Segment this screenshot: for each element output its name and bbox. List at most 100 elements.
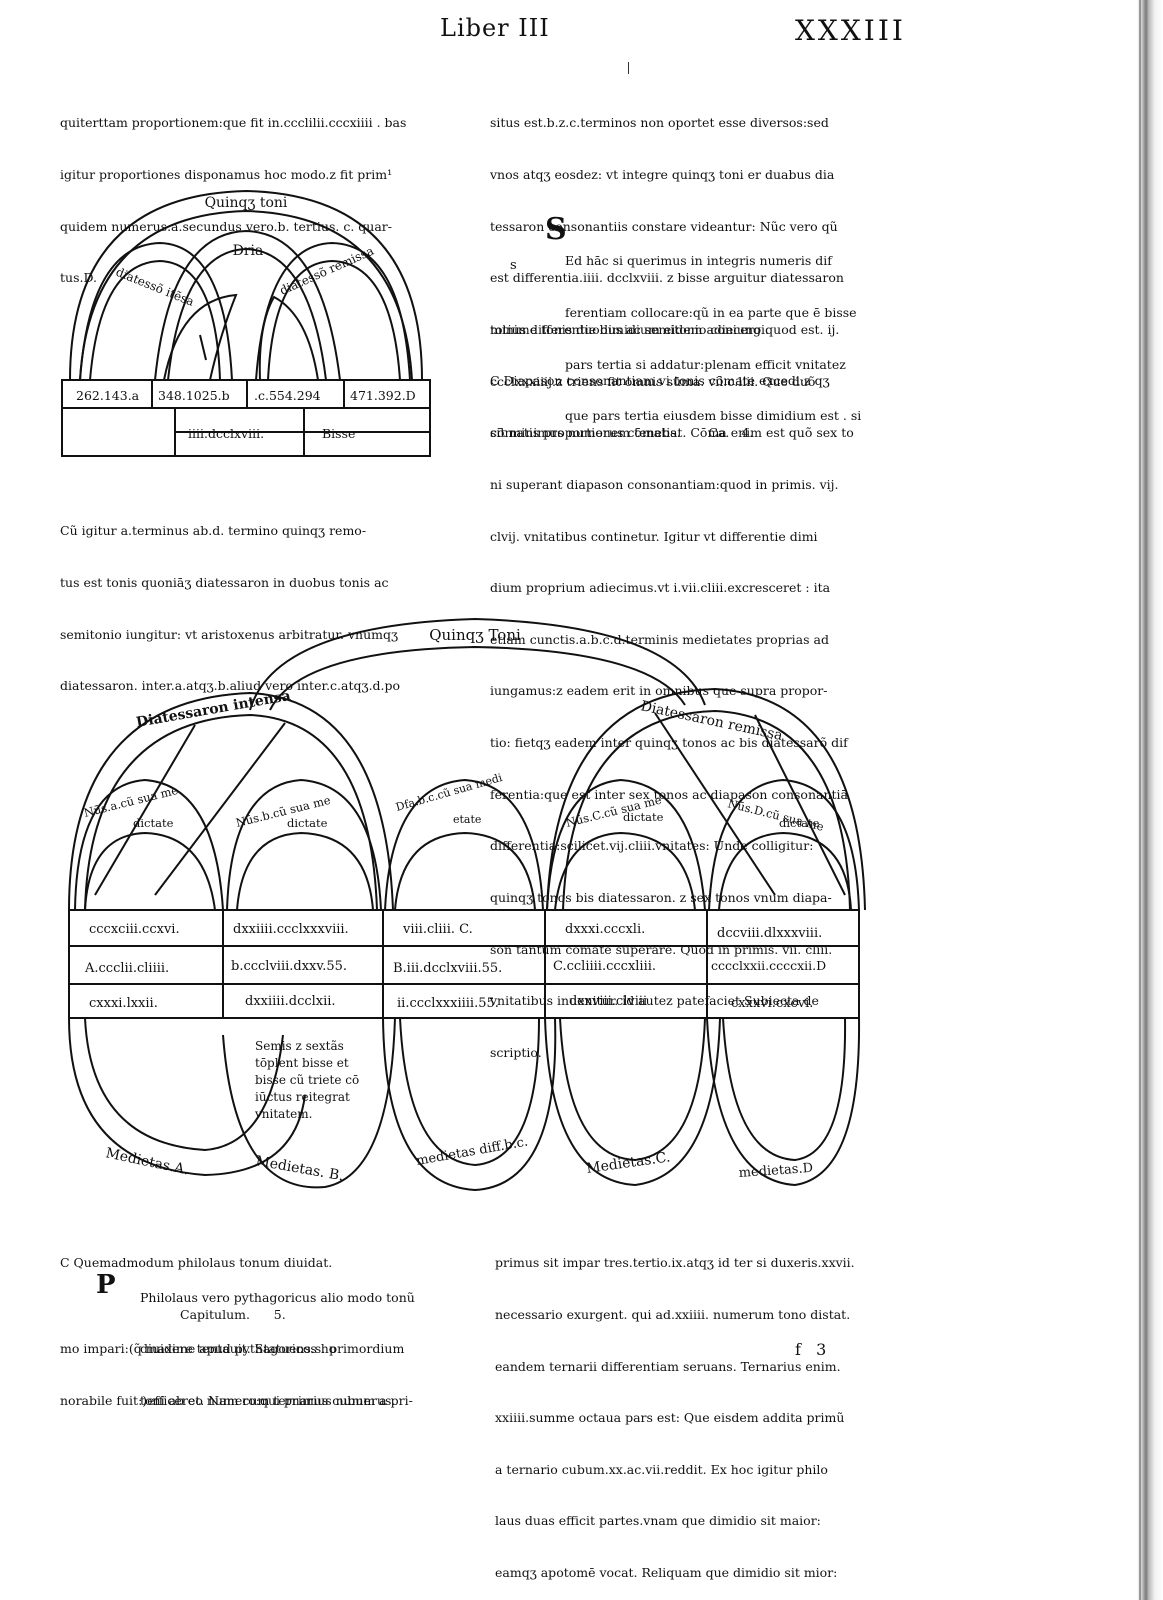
running-head: Liber III bbox=[440, 14, 550, 42]
large-proportion-diagram: Quinqʒ Toni Diatessaron intensa Diatessa… bbox=[68, 617, 866, 1192]
lower-bowl bbox=[382, 1017, 557, 1192]
drop-cap: S bbox=[545, 212, 567, 247]
small-arc-label: dictate bbox=[133, 816, 174, 830]
text-line: ccclxxxiiij.z triens fit omnis sūma. vi… bbox=[490, 373, 816, 389]
note-line: tōplent bisse et bbox=[255, 1056, 349, 1070]
arc-left-label: Diatessaron intensa bbox=[135, 688, 292, 731]
note-line: bisse cũ triete cō bbox=[255, 1073, 359, 1087]
text-line: etiam cunctis.a.b.c.d.terminis medietate… bbox=[490, 631, 829, 647]
bottom-left-heading: C Quemadmodum philolaus tonum diuidat. C… bbox=[60, 1220, 332, 1340]
crescent-right bbox=[258, 295, 319, 381]
chapter-heading: C Quemadmodum philolaus tonum diuidat. bbox=[60, 1255, 333, 1271]
table-cell: dccviii.dlxxxviii. bbox=[717, 926, 822, 941]
small-arc-label: dictate bbox=[623, 810, 664, 824]
text-line: igitur proportiones disponamus hoc modo.… bbox=[60, 167, 393, 183]
text-line: quidem numerus.a.secundus vero.b. tertiu… bbox=[60, 218, 392, 234]
semis-note: Semis z sextãs tōplent bisse et bisse … bbox=[254, 1039, 359, 1121]
bottom-right-paragraph: primus sit impar tres.tertio.ix.atqʒ id … bbox=[495, 1220, 855, 1598]
small-arc bbox=[708, 778, 860, 911]
arc-left-inner bbox=[89, 259, 221, 381]
lower-bowl-inner bbox=[722, 1017, 847, 1162]
text-line: minime tonis duobus ac semitonio coniung… bbox=[490, 321, 769, 337]
inner-arc bbox=[84, 831, 216, 911]
folio-number: XXXIII bbox=[795, 14, 906, 47]
text-line: Philolaus vero pythagoricus alio modo to… bbox=[140, 1289, 415, 1305]
table-cell: dxxxi.cccxli. bbox=[565, 922, 645, 937]
lower-bowl bbox=[68, 1017, 306, 1177]
arc-top-label: Quinqʒ Toni bbox=[429, 626, 521, 644]
lower-bowl bbox=[544, 1017, 721, 1187]
text-line: tessaron consonantiis constare videantur… bbox=[490, 218, 838, 234]
right-paragraph-indented: Ed hāc si querimus in integris numeris … bbox=[565, 218, 861, 442]
table-cell: viii.cliii. C. bbox=[402, 922, 473, 937]
table-cell: cxxxvi.cxcvi. bbox=[731, 996, 813, 1011]
arc-right-big-inner bbox=[562, 709, 851, 911]
table-cell: dxxviii.clviii bbox=[569, 994, 647, 1009]
lower-bowl bbox=[706, 1017, 861, 1187]
table-cell: cxxxi.lxxii. bbox=[89, 996, 158, 1011]
inner-arc bbox=[236, 831, 374, 911]
text-line: pars tertia si addatur:plenam efficit vn… bbox=[565, 356, 846, 372]
text-line: toni ab eo numero:qui primus cubum a pri… bbox=[140, 1393, 413, 1409]
drop-cap-bottom: P bbox=[96, 1270, 116, 1300]
inner-arc bbox=[394, 831, 536, 911]
text-line: Ed hāc si querimus in integris numeris … bbox=[565, 253, 832, 269]
arc-left-big bbox=[68, 691, 394, 911]
arc-top bbox=[249, 617, 706, 711]
text-line: laus duas efficit partes.vnam que dimidi… bbox=[495, 1513, 821, 1529]
text-line: dium proprium adiecimus.vt i.vii.cliii.e… bbox=[490, 580, 831, 596]
scan-gutter bbox=[1129, 0, 1163, 1600]
arc-right-big bbox=[546, 687, 866, 911]
note-line: iūctus reitegrat bbox=[255, 1090, 350, 1104]
table-cell: B.iii.dcclxviii.55. bbox=[393, 961, 502, 976]
table-cell: ii.ccclxxxiiii.55. bbox=[397, 996, 499, 1011]
text-line: semitonio iungitur: vt aristoxenus arbit… bbox=[60, 626, 399, 642]
text-line: differentia:scilicet.vij.cliii.vnitates:… bbox=[490, 838, 814, 854]
arc-center-inner bbox=[167, 247, 327, 381]
row2-cell: Bisse bbox=[322, 426, 355, 441]
lower-bowl-inner bbox=[84, 1017, 284, 1152]
arc-outer-label: Quinqʒ toni bbox=[205, 195, 288, 211]
table-cell: b.ccclviii.dxxv.55. bbox=[231, 959, 347, 974]
text-line: que pars tertia eiusdem bisse dimidium e… bbox=[565, 408, 862, 424]
row1-cell: 471.392.D bbox=[350, 388, 416, 403]
text-line: diatessaron. inter.a.atqʒ.b.aliud vero i… bbox=[60, 678, 401, 694]
lower-bowl-inner bbox=[399, 1017, 540, 1167]
table-cell: A.ccclii.cliiii. bbox=[84, 961, 169, 976]
text-line: primus sit impar tres.tertio.ix.atqʒ id … bbox=[495, 1255, 855, 1271]
text-line: a ternario cubum.xx.ac.vii.reddit. Ex ho… bbox=[495, 1461, 828, 1477]
small-arc-label: etate bbox=[453, 813, 481, 826]
small-proportion-diagram: Quinqʒ toni Dria diatessõ itẽsa diatess… bbox=[61, 189, 431, 457]
text-line: diuidere tentauit. Statuens.s. primordiu… bbox=[140, 1341, 405, 1357]
inner-arc bbox=[554, 831, 696, 911]
text-line: eamqʒ apotomē vocat. Reliquam que dimid… bbox=[495, 1565, 838, 1581]
lower-bowl bbox=[222, 1017, 396, 1189]
text-line: necessario exurgent. qui ad.xxiiii. nume… bbox=[495, 1307, 851, 1323]
arc-center bbox=[154, 229, 341, 381]
text-line: vnitatibus inuenitur. id autez patefacie… bbox=[490, 993, 819, 1009]
small-arc bbox=[546, 778, 706, 911]
left-mid-paragraph: Cũ igitur a.terminus ab.d. termino quin… bbox=[60, 488, 400, 712]
text-line: ni superant diapason consonantiam:quod i… bbox=[490, 477, 839, 493]
small-arc bbox=[384, 778, 544, 911]
text-line: vnos atqʒ eosdez: vt integre quinqʒ toni… bbox=[490, 167, 835, 183]
row2-cell: iiii.dcclxviii. bbox=[188, 426, 264, 441]
arc-right-inner bbox=[267, 259, 401, 381]
arc-left bbox=[79, 241, 233, 381]
inner-arc bbox=[718, 831, 852, 911]
small-arc bbox=[226, 778, 382, 911]
chapter-number: Capitulum. 5. bbox=[180, 1307, 286, 1323]
arc-left-big-inner bbox=[84, 713, 378, 911]
arc-outer bbox=[69, 189, 423, 381]
arc-outer-inner bbox=[79, 209, 413, 381]
text-line: eandem ternarii differentiam seruans. Te… bbox=[495, 1358, 841, 1374]
text-line: ferentiam collocare:qũ in ea parte que … bbox=[565, 305, 857, 321]
text-line: tio: fietqʒ eadem inter quinqʒ tonos ac … bbox=[490, 735, 848, 751]
text-line: quiterttam proportionem:que fit in.cccli… bbox=[60, 115, 407, 131]
stroke bbox=[199, 334, 207, 361]
lower-bowl-inner bbox=[559, 1017, 706, 1162]
note-line: vnitatem. bbox=[254, 1107, 312, 1121]
small-arc-label: dictate bbox=[779, 816, 820, 830]
arc-top-inner bbox=[269, 645, 686, 711]
tick-mark bbox=[628, 62, 629, 74]
